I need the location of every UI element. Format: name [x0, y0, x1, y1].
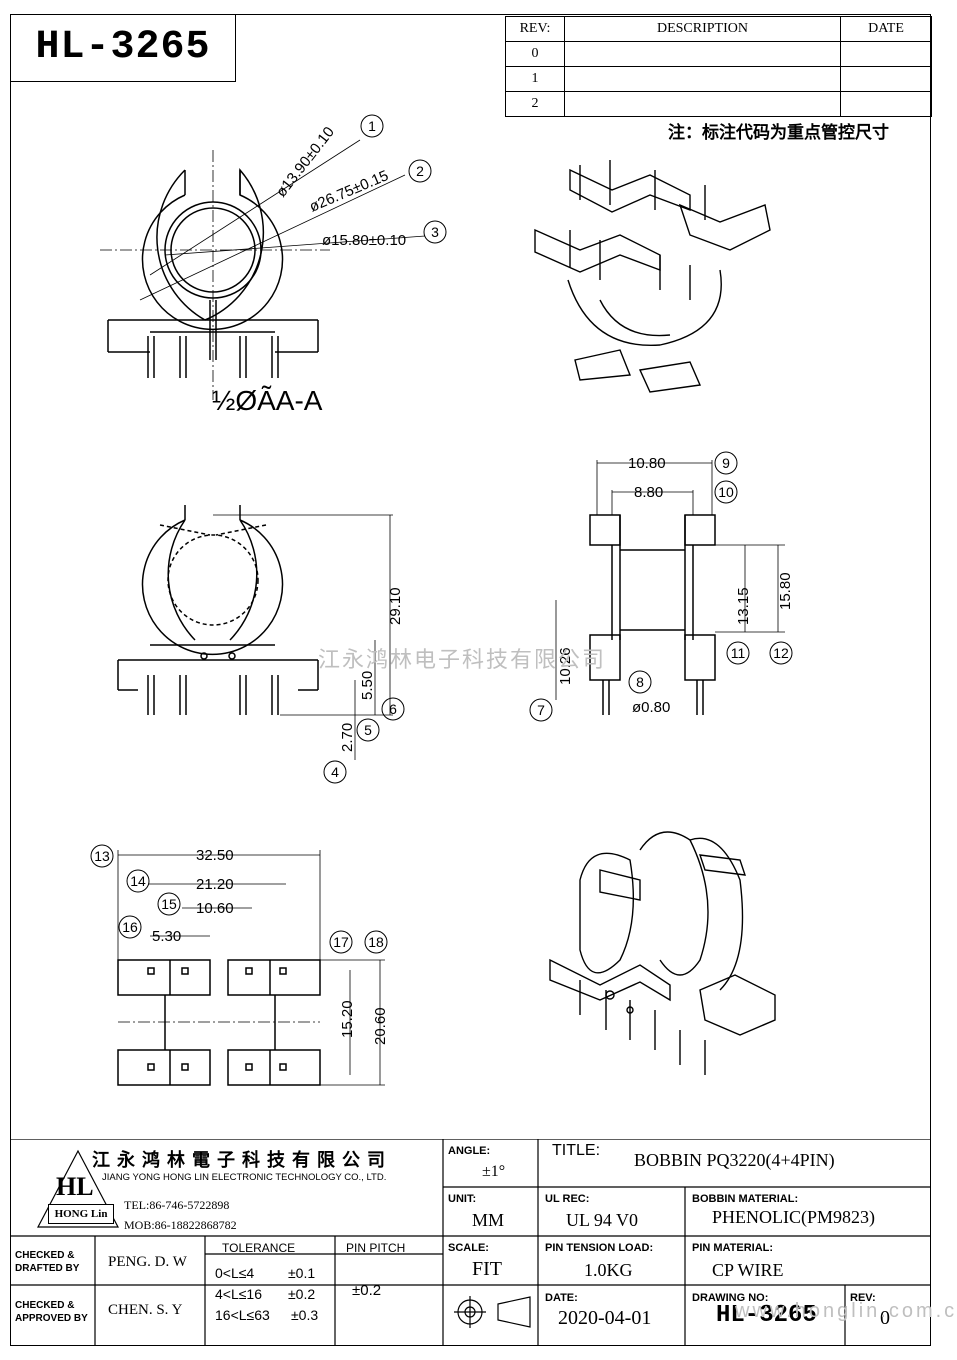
- rev-label: REV:: [850, 1292, 876, 1304]
- pin-pitch-value: ±0.2: [352, 1282, 382, 1299]
- drawing-frame: [10, 14, 931, 1346]
- dim-2120: 21.20: [196, 876, 234, 893]
- callout-14: 14: [130, 873, 146, 889]
- ul-rec-label: UL REC:: [545, 1193, 590, 1205]
- rev-header: REV:: [505, 16, 565, 42]
- scale-label: SCALE:: [448, 1242, 489, 1254]
- pin-material-label: PIN MATERIAL:: [692, 1242, 774, 1254]
- pin-tension-label: PIN TENSION LOAD:: [545, 1242, 654, 1254]
- drafter-name: PENG. D. W: [108, 1254, 187, 1270]
- company-en: JIANG YONG HONG LIN ELECTRONIC TECHNOLOG…: [102, 1172, 387, 1183]
- dim-d1: ø13.90±0.10: [273, 124, 338, 201]
- title-label: TITLE:: [552, 1142, 601, 1159]
- bobbin-material-label: BOBBIN MATERIAL:: [692, 1193, 799, 1205]
- callout-16: 16: [122, 919, 138, 935]
- scale-value: FIT: [472, 1258, 502, 1280]
- drafted-label-1: CHECKED &: [15, 1250, 75, 1261]
- unit-value: MM: [472, 1210, 505, 1230]
- callout-13: 13: [94, 848, 110, 864]
- watermark-url: www.honglin.com.cn: [735, 1300, 957, 1322]
- watermark: 江永鸿林电子科技有限公司: [318, 647, 607, 672]
- title-block-grid: [10, 1139, 931, 1346]
- dim-d2: ø26.75±0.15: [307, 167, 391, 216]
- drawing-title: HL-3265: [10, 14, 236, 82]
- front-view: [117, 505, 319, 715]
- callout-9: 9: [722, 455, 730, 471]
- unit-label: UNIT:: [448, 1193, 477, 1205]
- pin-pitch-label: PIN PITCH: [346, 1241, 406, 1255]
- side-view: [589, 514, 716, 715]
- pin-tension-value: 1.0KG: [584, 1260, 633, 1280]
- control-dimension-note: 注：标注代码为重点管控尺寸: [668, 123, 889, 142]
- callout-1: 1: [368, 118, 376, 134]
- callout-4: 4: [331, 764, 339, 780]
- callout-11: 11: [731, 645, 746, 661]
- company-cn: 江 永 鸿 林 電 子 科 技 有 限 公 司: [92, 1150, 387, 1170]
- title-value: BOBBIN PQ3220(4+4PIN): [634, 1150, 835, 1170]
- dim-270: 2.70: [339, 723, 356, 752]
- tolerance-range-3: 16<L≤63: [215, 1307, 270, 1323]
- callout-12: 12: [773, 645, 789, 661]
- tolerance-value-1: ±0.1: [288, 1265, 316, 1281]
- callout-5: 5: [364, 722, 372, 738]
- drafted-label-2: DRAFTED BY: [15, 1263, 80, 1274]
- approved-label-2: APPROVED BY: [15, 1313, 88, 1324]
- company-tel: TEL:86-746-5722898: [124, 1198, 230, 1212]
- callout-8: 8: [636, 674, 644, 690]
- tolerance-value-3: ±0.3: [291, 1307, 319, 1323]
- dim-1080: 10.80: [628, 455, 666, 472]
- logo-text: HL: [56, 1172, 94, 1201]
- dim-1060: 10.60: [196, 900, 234, 917]
- callout-15: 15: [161, 896, 177, 912]
- technical-drawing: ø13.90±0.10 ø26.75±0.15 ø15.80±0.10 29.1…: [90, 114, 794, 1086]
- date-header: DATE: [840, 16, 932, 42]
- tolerance-range-1: 0<L≤4: [215, 1265, 255, 1281]
- dim-1520: 15.20: [339, 1000, 356, 1038]
- callout-6: 6: [389, 701, 397, 717]
- dim-080: ø0.80: [632, 699, 670, 716]
- dim-550: 5.50: [359, 671, 376, 700]
- tolerance-range-2: 4<L≤16: [215, 1286, 263, 1302]
- pin-material-value: CP WIRE: [712, 1260, 784, 1280]
- dim-3250: 32.50: [196, 847, 234, 864]
- dim-880: 8.80: [634, 484, 663, 501]
- rev-value: 0: [880, 1307, 890, 1329]
- callout-10: 10: [718, 484, 734, 500]
- angle-value: ±1°: [482, 1163, 506, 1180]
- drawing-no-value: HL-3265: [716, 1302, 817, 1329]
- callout-3: 3: [431, 224, 439, 240]
- dim-1315: 13.15: [735, 587, 752, 625]
- section-label: ½ØÃA-A: [212, 385, 323, 416]
- rev-row: 2: [505, 91, 565, 117]
- logo-sub: HONG Lin: [48, 1204, 114, 1224]
- tolerance-value-2: ±0.2: [288, 1286, 316, 1302]
- approver-name: CHEN. S. Y: [108, 1302, 183, 1318]
- isometric-view-top: [534, 160, 771, 393]
- dim-29: 29.10: [387, 587, 404, 625]
- callout-18: 18: [368, 934, 384, 950]
- ul-rec-value: UL 94 V0: [566, 1210, 638, 1230]
- angle-label: ANGLE:: [448, 1145, 491, 1157]
- date-value: 2020-04-01: [558, 1307, 652, 1329]
- tolerance-label: TOLERANCE: [222, 1241, 296, 1255]
- dim-2060: 20.60: [372, 1007, 389, 1045]
- dim-d3: ø15.80±0.10: [322, 232, 406, 249]
- callout-17: 17: [333, 934, 349, 950]
- date-label: DATE:: [545, 1292, 578, 1304]
- approved-label-1: CHECKED &: [15, 1300, 75, 1311]
- bottom-view: [117, 959, 321, 1086]
- dim-1580: 15.80: [777, 572, 794, 610]
- callout-7: 7: [537, 702, 545, 718]
- drawing-no-label: DRAWING NO:: [692, 1292, 769, 1304]
- callout-2: 2: [416, 163, 424, 179]
- isometric-view-bottom: [549, 831, 776, 1075]
- dim-1026: 10.26: [557, 647, 574, 685]
- company-mob: MOB:86-18822868782: [124, 1218, 237, 1232]
- revision-table: REV: DESCRIPTION DATE 0 1 2: [505, 16, 932, 117]
- dim-530: 5.30: [152, 928, 181, 945]
- bobbin-material-value: PHENOLIC(PM9823): [712, 1207, 876, 1227]
